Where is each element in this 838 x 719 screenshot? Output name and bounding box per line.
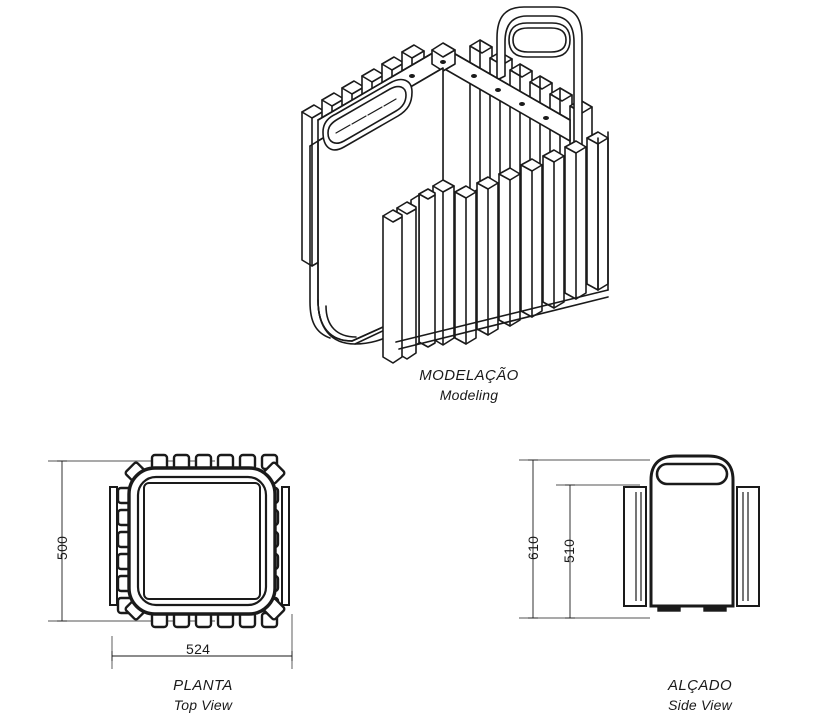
dimension-500-label: 500 xyxy=(54,535,70,560)
plan-body-outline xyxy=(127,466,277,616)
side-view-caption: ALÇADO Side View xyxy=(605,676,795,715)
model-bottom-rail-right xyxy=(395,289,609,350)
model-right-edge-posts xyxy=(597,131,609,291)
dimension-510-label: 510 xyxy=(561,538,577,563)
modeling-label-en: Modeling xyxy=(439,387,499,404)
side-slats-right xyxy=(736,486,760,607)
side-view-graphic xyxy=(519,454,760,619)
model-handle-front xyxy=(322,78,413,151)
dimension-610-graphic xyxy=(519,459,650,619)
plan-left-backing-bar xyxy=(109,486,118,606)
side-feet xyxy=(657,605,727,612)
plan-label-en: Top View xyxy=(173,697,233,714)
side-slats-left xyxy=(623,486,647,607)
dimension-610-label: 610 xyxy=(525,535,541,560)
side-handle-slot xyxy=(655,462,729,486)
top-view-graphic xyxy=(48,453,293,669)
modeling-view-graphic xyxy=(301,6,609,364)
modeling-label-pt: MODELAÇÃO xyxy=(419,367,519,384)
top-view-caption: PLANTA Top View xyxy=(108,676,298,715)
plan-label-pt: PLANTA xyxy=(173,677,233,694)
side-label-pt: ALÇADO xyxy=(667,677,733,694)
plan-right-backing-bar xyxy=(281,486,290,606)
modeling-view-caption: MODELAÇÃO Modeling xyxy=(369,366,569,405)
dimension-524-graphic xyxy=(111,614,293,669)
dimension-524-label: 524 xyxy=(186,641,211,657)
dimension-510-graphic xyxy=(556,484,640,619)
side-body-panel xyxy=(649,454,735,608)
side-label-en: Side View xyxy=(668,697,732,714)
model-handle-rear xyxy=(496,6,583,153)
plan-slats-bottom xyxy=(150,611,279,629)
